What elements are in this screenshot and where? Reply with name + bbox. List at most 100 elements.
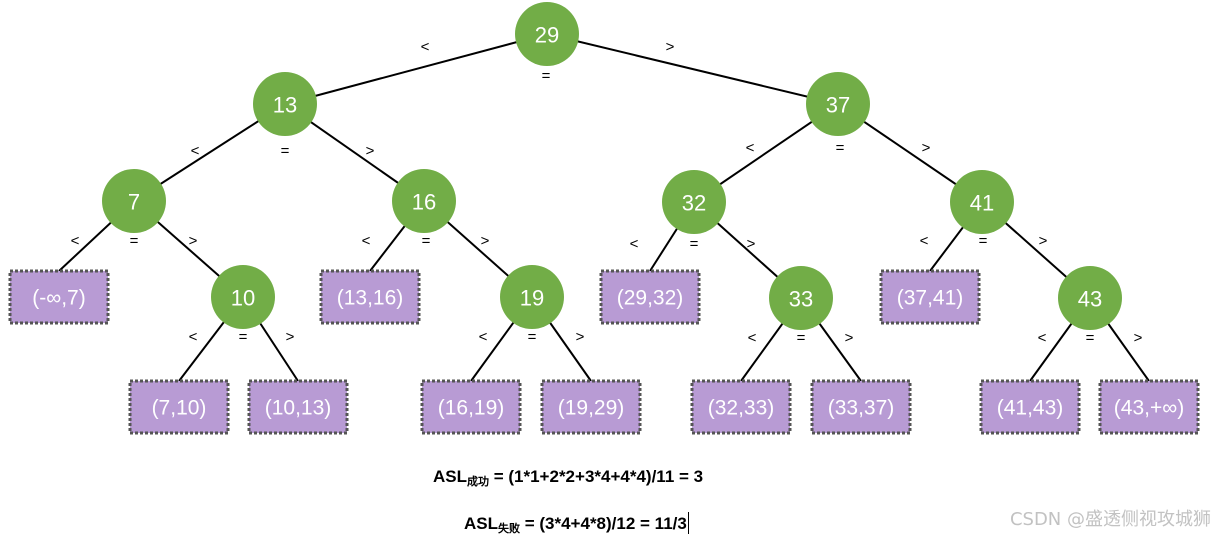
node-label: 41 [970,191,994,216]
tree-node-29: 29 [515,2,579,66]
relation-less-n16: < [362,233,371,250]
asl-fail-subscript: 失败 [498,523,520,535]
leaf-label: (10,13) [265,397,332,420]
node-label: 29 [535,23,559,48]
tree-node-43: 43 [1058,266,1122,330]
relation-less-n32: < [630,236,639,253]
relation-equal-n37: = [836,140,845,157]
relation-equal-n32: = [690,236,699,253]
relation-greater-n29: > [666,39,675,56]
node-circle [515,2,579,66]
relation-greater-n32: > [747,236,756,253]
relation-equal-n41: = [979,233,988,250]
node-circle [253,72,317,136]
failure-leaf: (29,32) [599,269,701,325]
node-label: 16 [412,190,436,215]
text-cursor [687,512,689,534]
relation-less-n19: < [479,329,488,346]
edge-n29-n13 [284,33,548,105]
relation-equal-n7: = [130,233,139,250]
asl-success-formula: ASL成功 = (1*1+2*2+3*4+4*4)/11 = 3 [433,467,703,489]
relation-equal-n33: = [797,330,806,347]
relation-greater-n43: > [1134,330,1143,347]
relation-less-n10: < [189,329,198,346]
leaf-label: (7,10) [152,397,207,420]
relation-equal-n29: = [542,68,551,85]
leaf-box [690,379,792,435]
failure-leaf: (41,43) [979,379,1081,435]
leaf-box [879,269,981,325]
asl-success-subscript: 成功 [467,476,489,488]
leaf-box [599,269,701,325]
node-label: 32 [682,191,706,216]
relation-equal-n10: = [239,329,248,346]
node-circle [1058,266,1122,330]
asl-fail-expression: = (3*4+4*8)/12 = 11/3 [520,514,687,533]
relation-less-n7: < [71,233,80,250]
leaf-label: (41,43) [997,397,1064,420]
relation-greater-n19: > [576,329,585,346]
leaf-box [319,269,421,325]
relation-greater-n33: > [845,330,854,347]
asl-fail-formula: ASL失败 = (3*4+4*8)/12 = 11/3 [464,512,689,536]
node-circle [211,265,275,329]
node-label: 43 [1078,287,1102,312]
tree-node-7: 7 [102,169,166,233]
leaf-label: (37,41) [897,287,964,310]
tree-node-32: 32 [662,170,726,234]
tree-node-37: 37 [806,72,870,136]
relation-less-n13: < [191,143,200,160]
node-label: 7 [128,190,140,215]
leaf-label: (-∞,7) [32,287,85,310]
relation-less-n33: < [748,330,757,347]
tree-node-16: 16 [392,169,456,233]
leaf-label: (29,32) [617,287,684,310]
tree-node-13: 13 [253,72,317,136]
relation-greater-n16: > [481,233,490,250]
failure-leaf: (32,33) [690,379,792,435]
node-label: 13 [273,93,297,118]
relation-less-n29: < [421,39,430,56]
relation-less-n37: < [746,140,755,157]
failure-leaf: (37,41) [879,269,981,325]
leaf-box [979,379,1081,435]
relation-less-n41: < [920,233,929,250]
node-circle [806,72,870,136]
asl-success-prefix: ASL [433,467,467,486]
node-circle [102,169,166,233]
leaf-label: (16,19) [438,397,505,420]
leaf-box [128,379,230,435]
relation-greater-n13: > [366,143,375,160]
tree-node-41: 41 [950,170,1014,234]
node-label: 19 [520,286,544,311]
edge-n29-n37 [546,33,839,105]
failure-leaf: (-∞,7) [8,269,110,325]
asl-fail-prefix: ASL [464,514,498,533]
tree-node-33: 33 [769,266,833,330]
node-circle [392,169,456,233]
node-circle [500,265,564,329]
leaf-label: (13,16) [337,287,404,310]
leaf-box [8,269,110,325]
relation-equal-n13: = [281,143,290,160]
node-label: 37 [826,93,850,118]
node-circle [950,170,1014,234]
relation-less-n43: < [1038,330,1047,347]
tree-node-19: 19 [500,265,564,329]
leaf-box [1098,379,1200,435]
failure-leaf: (33,37) [810,379,912,435]
leaf-label: (19,29) [558,397,625,420]
failure-leaf: (10,13) [247,379,349,435]
relation-greater-n10: > [286,329,295,346]
node-label: 10 [231,286,255,311]
leaf-box [540,379,642,435]
relation-equal-n19: = [528,329,537,346]
failure-leaf: (7,10) [128,379,230,435]
failure-leaf: (13,16) [319,269,421,325]
leaf-label: (32,33) [708,397,775,420]
node-label: 33 [789,287,813,312]
failure-leaf: (19,29) [540,379,642,435]
relation-equal-n43: = [1086,330,1095,347]
